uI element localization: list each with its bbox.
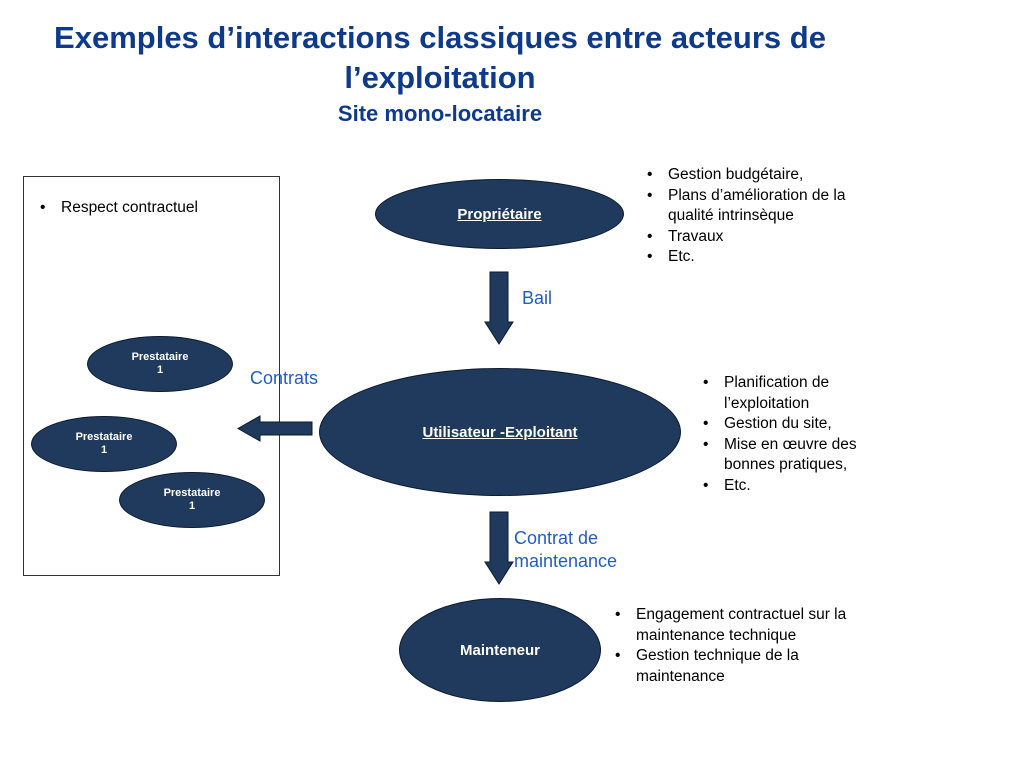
utilisateur-bullet-item: Gestion du site, (697, 414, 907, 435)
slide-title: Exemples d’interactions classiques entre… (0, 18, 880, 98)
utilisateur-bullet-item: Planification de l’exploitation (697, 373, 907, 414)
mainteneur-bullet-item: Gestion technique de la maintenance (609, 646, 871, 687)
contrats-label: Contrats (250, 368, 319, 388)
slide-title-line-2: l’exploitation (344, 60, 536, 95)
bail-label: Bail (522, 288, 553, 308)
proprietaire-bullet-item: Gestion budgétaire, (641, 165, 891, 186)
proprietaire-bullet-item: Travaux (641, 227, 891, 248)
utilisateur-exploitant-node: Utilisateur -Exploitant (319, 368, 681, 496)
utilisateur-bullet-item: Etc. (697, 476, 907, 497)
prestataire-node: Prestataire 1 (119, 472, 265, 528)
utilisateur-bullet-item: Mise en œuvre des bonnes pratiques, (697, 435, 907, 476)
utilisateur-exploitant-label: Utilisateur -Exploitant (422, 423, 578, 441)
mainteneur-label: Mainteneur (459, 641, 540, 659)
slide-subtitle: Site mono-locataire (337, 101, 543, 126)
prestataires-box (23, 176, 280, 576)
box-bullet-item: Respect contractuel (34, 198, 274, 219)
slide-title-line-1: Exemples d’interactions classiques entre… (54, 20, 826, 55)
contrats-arrow (236, 415, 313, 442)
box-bullet-list: Respect contractuel (34, 198, 274, 219)
prestataire-number: 1 (100, 444, 108, 456)
prestataire-number: 1 (188, 500, 196, 512)
proprietaire-node: Propriétaire (375, 179, 624, 249)
bail-arrow (484, 271, 514, 345)
contrat-maintenance-line-2: maintenance (514, 551, 618, 571)
prestataire-label: Prestataire (75, 431, 133, 443)
mainteneur-node: Mainteneur (399, 598, 601, 702)
contrat-maintenance-line-1: Contrat de (514, 528, 599, 548)
prestataire-number: 1 (156, 364, 164, 376)
proprietaire-label: Propriétaire (457, 205, 542, 223)
prestataire-label: Prestataire (131, 351, 189, 363)
mainteneur-bullet-item: Engagement contractuel sur la maintenanc… (609, 605, 871, 646)
contrat-maintenance-arrow (484, 511, 514, 585)
proprietaire-bullet-list: Gestion budgétaire, Plans d’amélioration… (641, 165, 891, 268)
proprietaire-bullet-item: Etc. (641, 247, 891, 268)
contrat-maintenance-label: Contrat de maintenance (514, 527, 617, 573)
prestataire-node: Prestataire 1 (87, 336, 233, 392)
utilisateur-bullet-list: Planification de l’exploitation Gestion … (697, 373, 907, 496)
prestataire-node: Prestataire 1 (31, 416, 177, 472)
proprietaire-bullet-item: Plans d’amélioration de la qualité intri… (641, 186, 891, 227)
prestataire-label: Prestataire (163, 487, 221, 499)
mainteneur-bullet-list: Engagement contractuel sur la maintenanc… (609, 605, 871, 687)
